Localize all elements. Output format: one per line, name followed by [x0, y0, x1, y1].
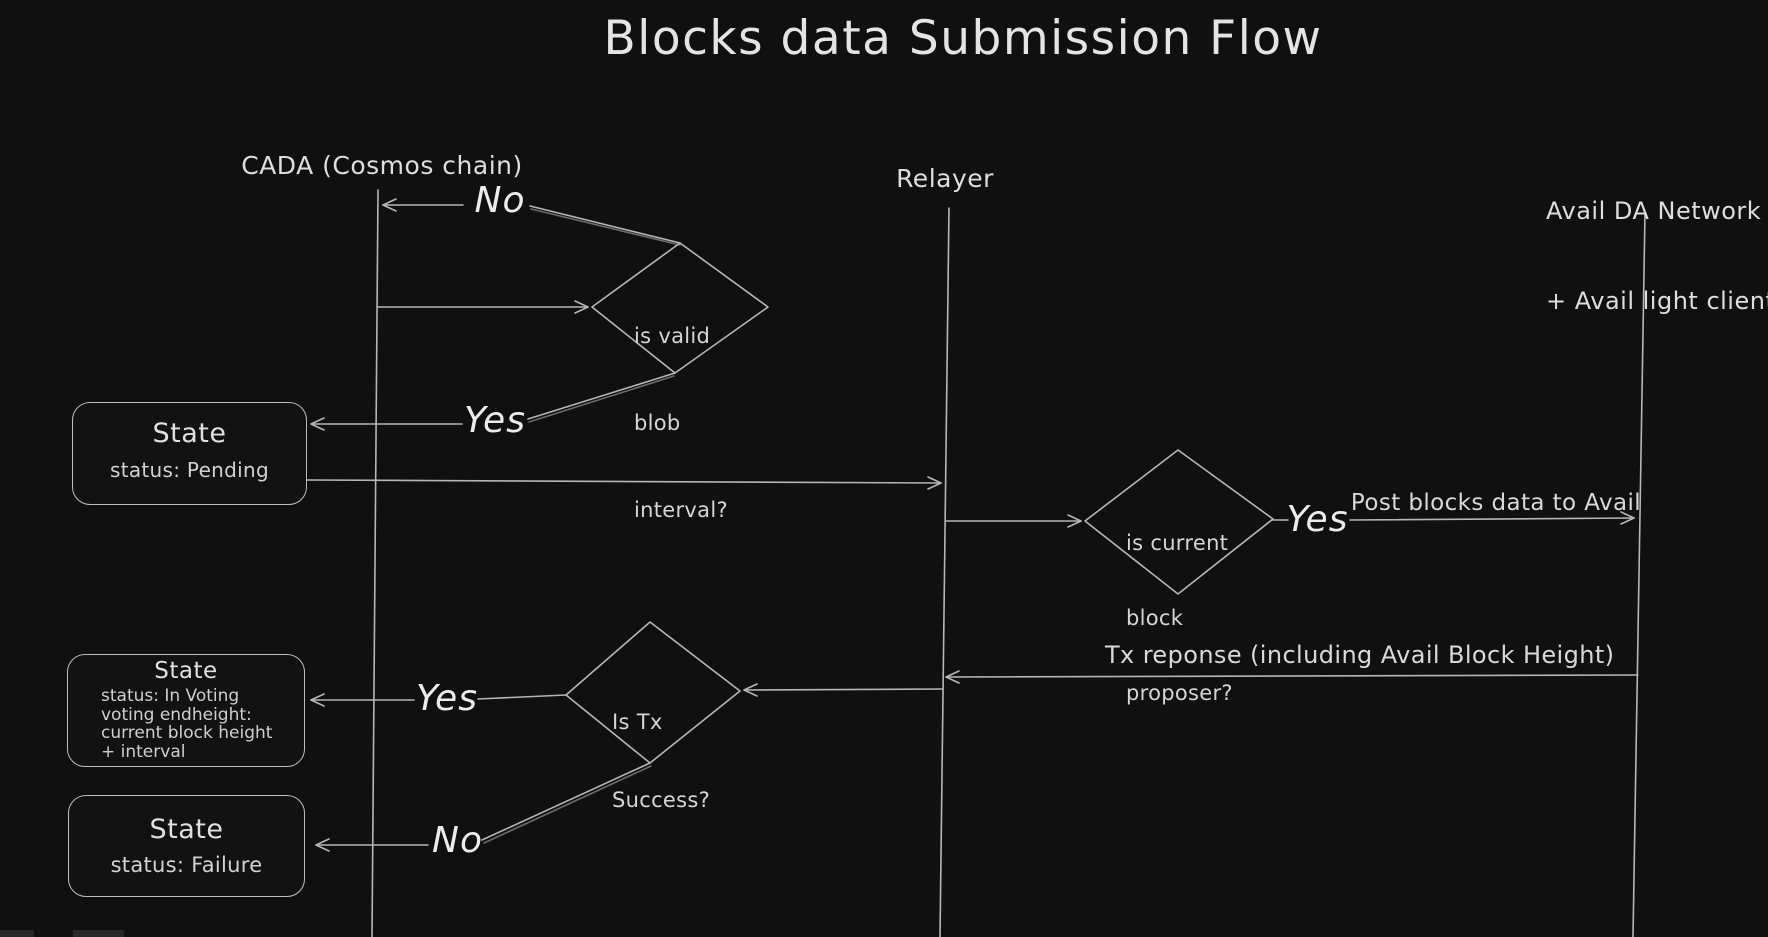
- valid-blob-line3: interval?: [634, 498, 728, 522]
- avail-label-line2: + Avail light client: [1546, 287, 1768, 315]
- block-proposer-line1: is current: [1126, 531, 1229, 555]
- decision-valid-blob-diamond: [591, 242, 769, 374]
- edge-label-tx-response: Tx reponse (including Avail Block Height…: [1105, 641, 1615, 669]
- arrow-valid-blob-yes: [310, 372, 676, 431]
- state-pending-title: State: [152, 418, 227, 449]
- decision-valid-blob-text: is valid blob interval?: [634, 264, 728, 583]
- in-voting-line2: voting endheight:: [101, 704, 252, 725]
- block-proposer-line3: proposer?: [1126, 681, 1233, 705]
- edge-label-yes-tx: Yes: [416, 678, 478, 719]
- decision-block-proposer-text: is current block proposer?: [1126, 481, 1233, 756]
- edge-label-post-blocks: Post blocks data to Avail: [1350, 490, 1642, 516]
- valid-blob-line2: blob: [634, 411, 681, 435]
- arrow-cada-to-valid-blob: [377, 300, 589, 314]
- state-failure-title: State: [149, 814, 224, 845]
- decision-block-proposer-diamond: [1084, 449, 1274, 595]
- lifeline-label-cada: CADA (Cosmos chain): [241, 151, 523, 180]
- tx-success-line2: Success?: [612, 788, 711, 812]
- state-box-failure: State status: Failure: [68, 795, 305, 897]
- state-box-pending: State status: Pending: [72, 402, 307, 505]
- block-proposer-line2: block: [1126, 606, 1184, 630]
- arrow-tx-response-to-relayer: [945, 670, 1639, 684]
- valid-blob-line1: is valid: [634, 324, 711, 348]
- tx-success-line1: Is Tx: [612, 710, 663, 734]
- in-voting-line4: + interval: [101, 741, 186, 762]
- avail-label-line1: Avail DA Network: [1546, 197, 1762, 225]
- relayer-lifeline: [939, 207, 950, 937]
- arrow-relayer-to-block-proposer: [945, 514, 1082, 528]
- in-voting-line1: status: In Voting: [101, 686, 240, 706]
- state-box-in-voting: State status: In Voting voting endheight…: [67, 654, 305, 767]
- lifeline-label-avail: Avail DA Network + Avail light client: [1546, 136, 1768, 376]
- state-in-voting-body: status: In Voting voting endheight: curr…: [101, 687, 272, 761]
- arrow-tx-success-yes: [310, 693, 567, 707]
- arrow-tx-success-no: [315, 762, 652, 852]
- arrow-valid-blob-no: [382, 198, 681, 246]
- state-pending-status: status: Pending: [109, 458, 269, 482]
- edge-label-yes-blob: Yes: [464, 400, 526, 441]
- arrow-post-blocks-to-avail: [1272, 511, 1635, 525]
- edge-label-no-blob: No: [474, 180, 526, 221]
- arrow-relayer-to-tx-success: [743, 683, 944, 697]
- cada-lifeline: [371, 189, 379, 937]
- edge-label-no-tx: No: [432, 820, 483, 861]
- avail-lifeline: [1632, 211, 1646, 937]
- bottom-edge-artifacts: [0, 930, 124, 937]
- arrow-pending-to-relayer: [306, 476, 942, 490]
- state-in-voting-title: State: [154, 658, 218, 684]
- diagram-title: Blocks data Submission Flow: [603, 11, 1323, 66]
- decision-tx-success-diamond: [565, 621, 741, 764]
- decision-tx-success-text: Is Tx Success?: [612, 657, 710, 865]
- edge-label-yes-proposer: Yes: [1286, 499, 1349, 540]
- lifeline-label-relayer: Relayer: [896, 164, 994, 193]
- in-voting-line3: current block height: [101, 723, 273, 743]
- state-failure-status: status: Failure: [110, 853, 263, 877]
